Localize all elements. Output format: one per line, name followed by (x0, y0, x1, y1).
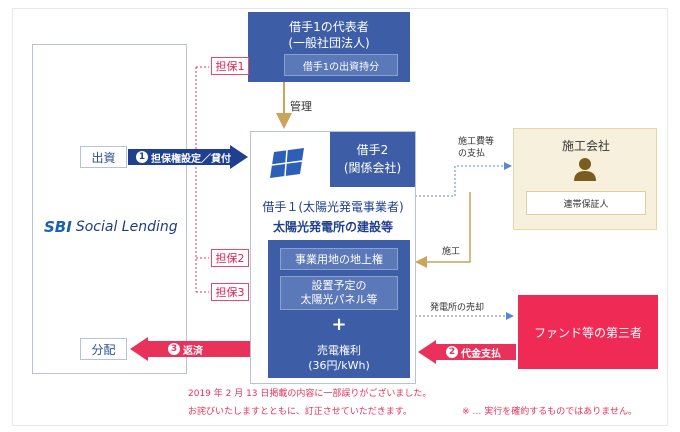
flow-number-3: 3 (168, 343, 180, 355)
correction-notice-line1: 2019 年 2 月 13 日掲載の内容に一部誤りがございました。 (188, 389, 432, 399)
collateral-tag-1: 担保1 (211, 57, 249, 75)
lender-logo: SBI Social Lending (44, 218, 178, 236)
borrower2-subtitle: (関係会社) (343, 161, 402, 175)
flow-label-3: 返済 (183, 345, 203, 357)
construction-arrow (415, 192, 471, 268)
flow-label-1: 担保権設定／貸付 (151, 153, 231, 165)
plant-sale-label: 発電所の売却 (430, 303, 485, 313)
correction-notice-line2: お詫びいたしますとともに、訂正させていただきます。 (188, 407, 412, 417)
management-label: 管理 (290, 100, 312, 113)
borrower1-subtitle: 太陽光発電所の建設等 (272, 220, 393, 234)
fee-payment-label: 施工費等 の支払 (458, 137, 495, 159)
lender-box (32, 44, 187, 374)
contractor-box: 施工会社 連帯保証人 (513, 128, 657, 230)
borrower1-box (250, 131, 416, 384)
flow-label-2: 代金支払 (461, 348, 501, 360)
person-icon (574, 157, 596, 185)
flow-number-2: 2 (446, 346, 458, 358)
plus-sign: + (331, 314, 347, 335)
solar-panels-box: 設置予定の 太陽光パネル等 (280, 276, 398, 310)
representative-box: 借手1の代表者 (一般社団法人) 借手1の出資持分 (248, 12, 410, 82)
third-party-box: ファンド等の第三者 (518, 295, 658, 369)
surface-rights-box: 事業用地の地上権 (280, 248, 398, 270)
representative-subtitle: (一般社団法人) (288, 36, 370, 50)
solar-panel-icon (268, 148, 308, 182)
collateral-tag-2: 担保2 (211, 249, 249, 267)
guarantor-box: 連帯保証人 (526, 191, 646, 215)
representative-title: 借手1の代表者 (289, 20, 369, 34)
power-rights-price: (36円/kWh) (308, 359, 370, 372)
page-frame (12, 8, 668, 426)
payment-flow-arrow: 2 代金支払 (418, 340, 516, 364)
fee-payment-arrow (415, 162, 512, 197)
investment-box: 出資 (80, 146, 127, 168)
collateral-assets-area: 事業用地の地上権 設置予定の 太陽光パネル等 + 売電権利 (36円/kWh) (268, 240, 410, 378)
construction-label: 施工 (442, 247, 461, 257)
loan-flow-arrow: 1 担保権設定／貸付 (128, 145, 248, 169)
borrower2-box: 借手2 (関係会社) (330, 131, 415, 187)
equity-interest-box: 借手1の出資持分 (284, 54, 398, 76)
flow-number-1: 1 (136, 151, 148, 163)
disclaimer: ※ … 実行を確約するものではありません。 (462, 407, 637, 417)
lender-name: Social Lending (75, 219, 178, 235)
collateral-tag-3: 担保3 (211, 283, 249, 301)
power-rights-label: 売電権利 (317, 344, 361, 357)
borrower1-title: 借手１(太陽光発電事業者) (262, 200, 404, 214)
borrower2-title: 借手2 (356, 143, 389, 157)
repayment-flow-arrow: 3 返済 (130, 337, 250, 361)
contractor-title: 施工会社 (561, 139, 610, 153)
sbi-logo-mark: SBI (44, 218, 72, 236)
distribution-box: 分配 (80, 338, 127, 360)
